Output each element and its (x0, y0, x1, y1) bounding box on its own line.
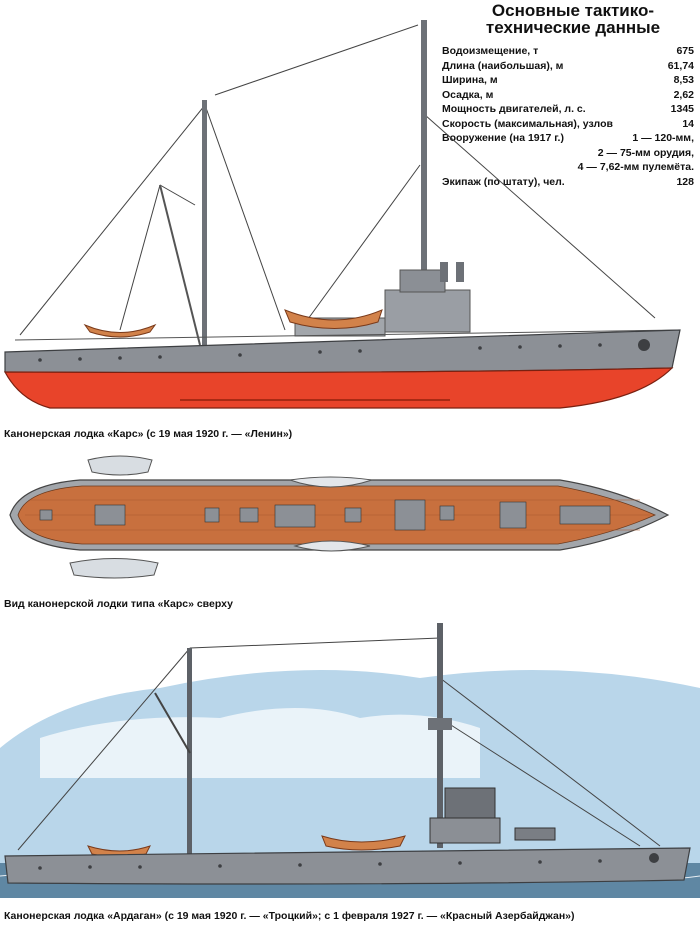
caption-kars-side: Канонерская лодка «Карс» (с 19 мая 1920 … (4, 428, 293, 440)
kars-top-view (9, 455, 670, 579)
specs-panel: Основные тактико- технические данные Вод… (442, 0, 694, 189)
specs-title: Основные тактико- технические данные (485, 1, 661, 37)
spec-row-crew: Экипаж (по штату), чел.128 (442, 175, 694, 188)
kars-side-view (3, 20, 681, 409)
spec-row-power: Мощность двигателей, л. с.1345 (442, 103, 694, 115)
caption-ardagan-side: Канонерская лодка «Ардаган» (с 19 мая 19… (4, 910, 575, 922)
ardagan-side-view (0, 623, 700, 898)
caption-kars-top: Вид канонерской лодки типа «Карс» сверху (4, 598, 233, 610)
spec-row-armament: Вооружение (на 1917 г.) 1 — 120-мм, 2 — … (442, 132, 694, 173)
